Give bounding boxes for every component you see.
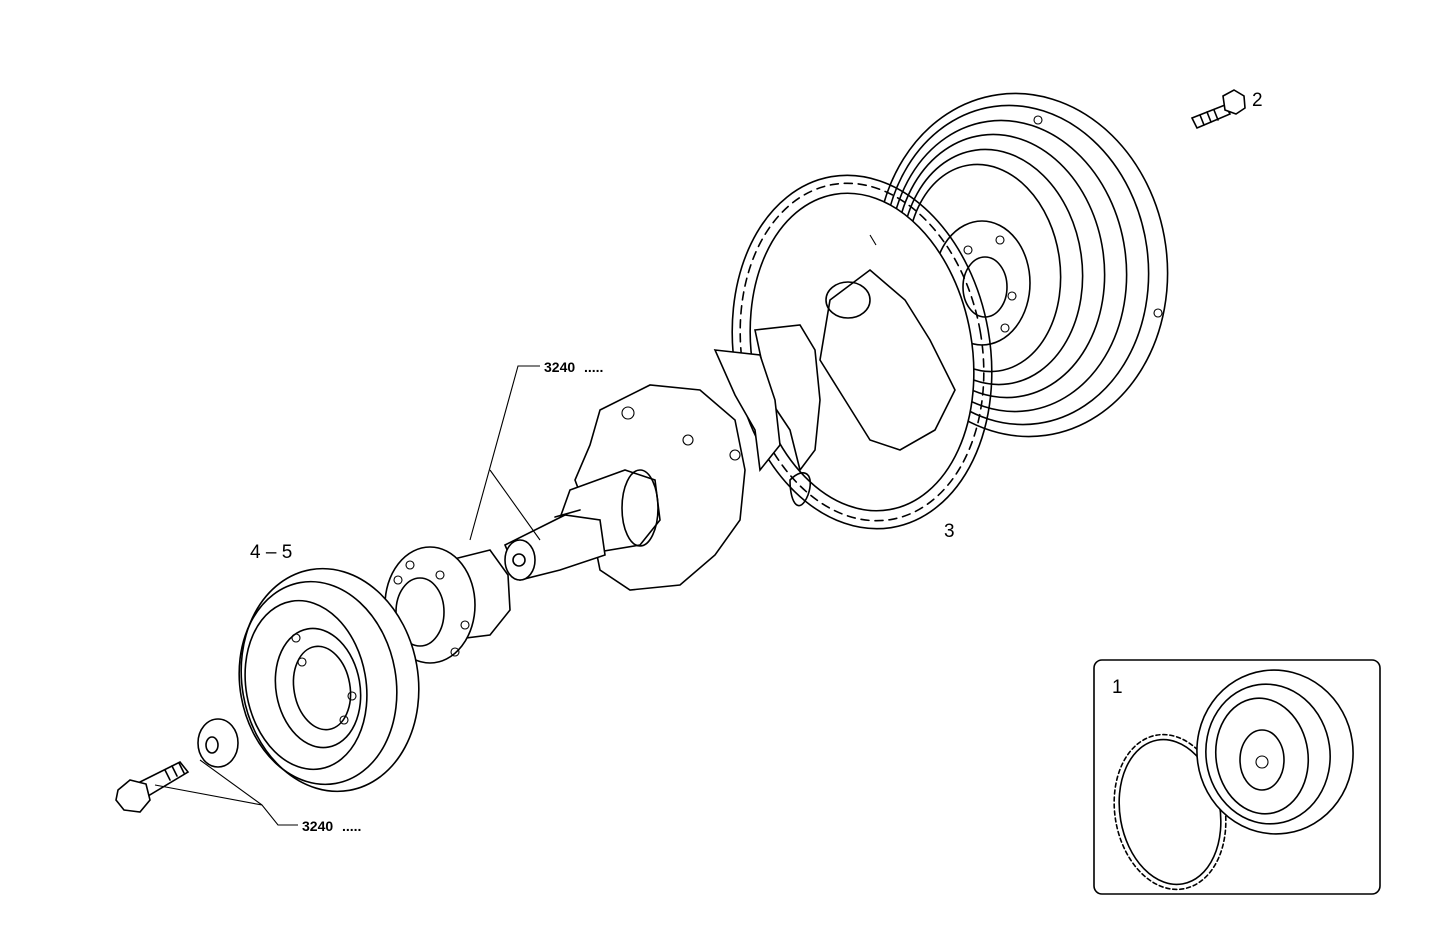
damper-pulley [238, 567, 420, 793]
flywheel-bolt [1190, 89, 1246, 130]
ref-3240-bottom-dots: ..... [342, 818, 361, 834]
callout-4-5: 4 – 5 [250, 542, 292, 563]
callout-1: 1 [1112, 677, 1123, 698]
ref-3240-bottom: 3240 [302, 818, 333, 834]
ref-3240-top-dots: ..... [584, 359, 603, 375]
washer [197, 718, 239, 768]
callout-3: 3 [944, 521, 955, 542]
inset-flywheel [1196, 669, 1354, 835]
inset-kit-box [1093, 659, 1381, 895]
pulley-bolt [115, 760, 190, 813]
leader-lines [154, 234, 877, 826]
callout-2: 2 [1252, 90, 1263, 111]
ref-3240-top: 3240 [544, 359, 575, 375]
crankshaft [503, 268, 956, 591]
